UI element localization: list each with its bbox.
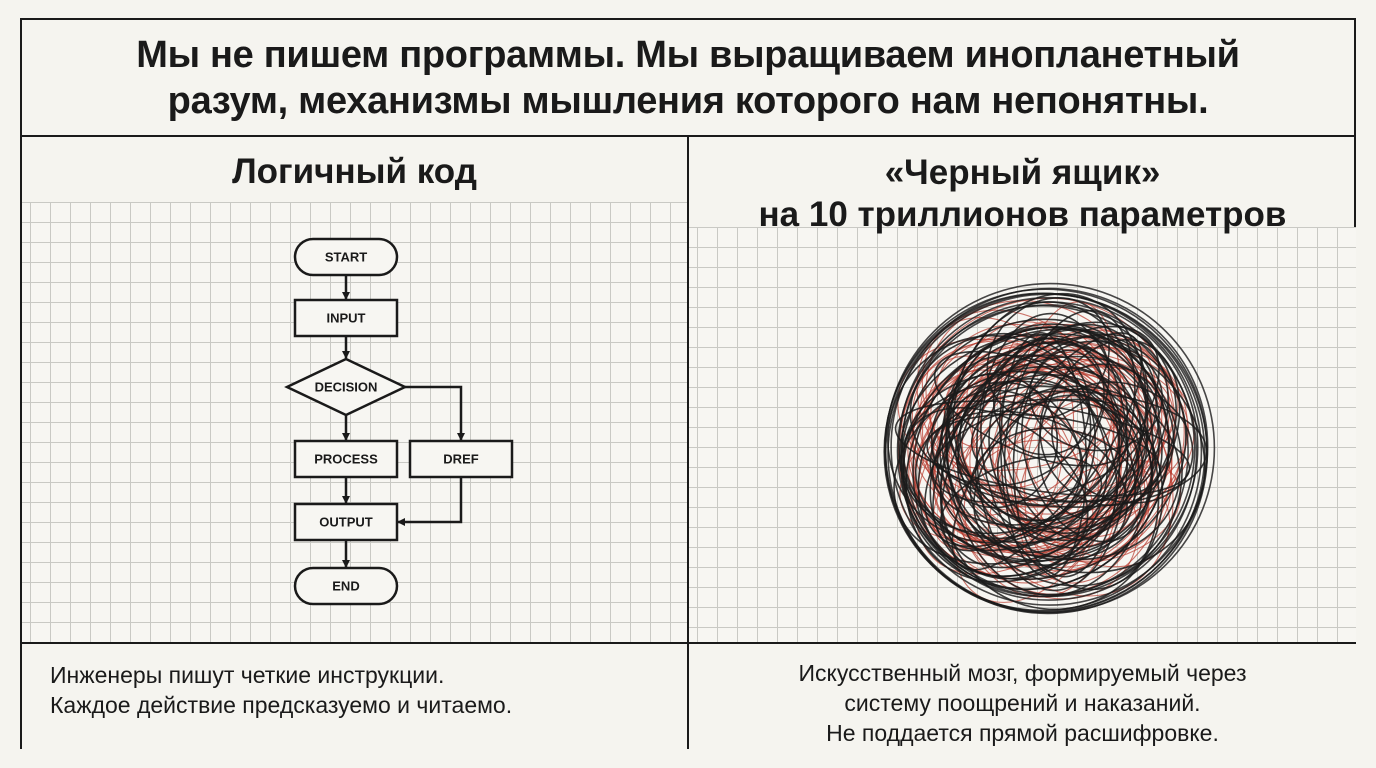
caption-line: Каждое действие предсказуемо и читаемо. <box>50 692 513 718</box>
header-title-line-1: Мы не пишем программы. Мы выращиваем ино… <box>136 33 1240 76</box>
tangle-strand-dark <box>992 337 1105 456</box>
tangle-strand-dark <box>939 455 1103 552</box>
tangle-strand-dark <box>970 398 1156 503</box>
flowchart-input-node <box>293 298 399 338</box>
tangle-strand-dark <box>1003 309 1136 541</box>
tangle-strand-dark <box>914 410 1128 567</box>
caption-line: Искусственный мозг, формируемый через <box>798 660 1247 686</box>
tangle-strand-dark <box>903 406 1089 563</box>
flowchart-end-label: END <box>332 579 359 594</box>
tangle-strand-dark <box>939 342 1163 558</box>
flowchart-start-label: START <box>325 250 367 265</box>
tangle-strand-dark <box>973 388 1121 549</box>
flowchart: START INPUT DECISION PROCESS DREF OUTPUT… <box>284 237 514 606</box>
flowchart-decision-label: DECISION <box>315 380 378 395</box>
header-title-line-2: разум, механизмы мышления которого нам н… <box>167 79 1209 122</box>
caption-line: Не поддается прямой расшифровке. <box>826 720 1219 746</box>
logical-code-panel: Логичный код <box>22 137 689 749</box>
arrow-decision-to-dref <box>405 385 465 441</box>
flowchart-process-label: PROCESS <box>314 452 378 467</box>
tangle-strand-dark <box>959 381 1082 522</box>
panel-title-line-1: «Черный ящик» <box>884 153 1161 192</box>
tangle-strand-dark <box>1012 349 1121 578</box>
tangle-outer-strand <box>900 304 1198 601</box>
tangled-neural-ball-illustration <box>883 282 1216 615</box>
flowchart-input-label: INPUT <box>327 311 366 326</box>
tangle-strand-dark <box>932 329 1110 552</box>
caption-line: Инженеры пишут четкие инструкции. <box>50 662 445 688</box>
tangle-strand-dark <box>957 354 1123 532</box>
tangle-strand-dark <box>900 318 1170 591</box>
tangle-outer-strand <box>883 292 1203 612</box>
flowchart-output-label: OUTPUT <box>319 515 373 530</box>
arrow-dref-to-output <box>397 477 463 526</box>
caption-line: систему поощрений и наказаний. <box>844 690 1201 716</box>
tangle-strand-dark <box>947 389 1084 507</box>
panel-title-black-box: «Черный ящик» на 10 триллионов параметро… <box>689 152 1356 236</box>
flowchart-end-node <box>293 566 399 606</box>
black-box-panel: «Черный ящик» на 10 триллионов параметро… <box>689 137 1356 749</box>
main-frame: Мы не пишем программы. Мы выращиваем ино… <box>20 18 1356 749</box>
logical-code-caption: Инженеры пишут четкие инструкции. Каждое… <box>22 642 687 749</box>
flowchart-dref-label: DREF <box>443 452 478 467</box>
tangle-strand-dark <box>1037 339 1181 520</box>
tangle-outer-strand <box>898 296 1199 598</box>
panel-title-line-2: на 10 триллионов параметров <box>758 195 1287 234</box>
black-box-caption: Искусственный мозг, формируемый через си… <box>689 642 1356 749</box>
panel-title-logical-code: Логичный код <box>232 152 477 191</box>
page-header: Мы не пишем программы. Мы выращиваем ино… <box>22 20 1354 137</box>
